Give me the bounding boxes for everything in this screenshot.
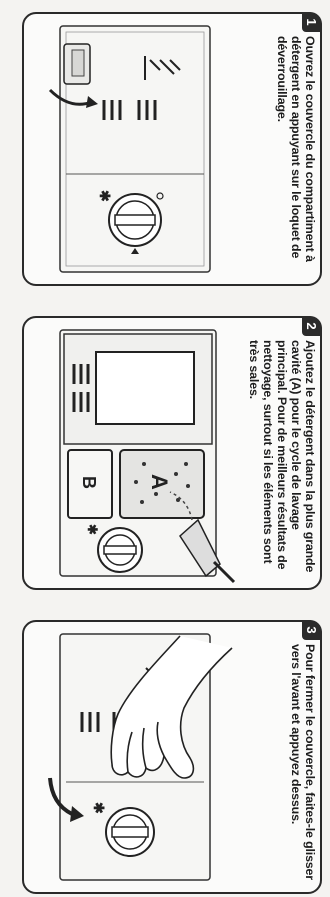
step-3-card: 3 Pour fermer le couvercle, faites-le gl…	[22, 620, 322, 894]
svg-text:✱: ✱	[85, 524, 100, 535]
step-3-illustration: ✱	[30, 628, 240, 890]
step-3-text: Pour fermer le couvercle, faites-le glis…	[289, 644, 317, 884]
step-1-card: 1 Ouvrez le couvercle du compartiment à …	[22, 12, 322, 286]
step-2-badge: 2	[302, 316, 322, 336]
step-1-text: Ouvrez le couvercle du compartiment à dé…	[275, 36, 317, 276]
detergent-dispenser-open-latch-illustration: ✱	[30, 20, 240, 282]
step-2-illustration: A B ✱	[30, 324, 240, 586]
step-2-text: Ajoutez le détergent dans la plus grande…	[250, 340, 317, 580]
cavity-a-label: A	[147, 474, 172, 490]
svg-text:✱: ✱	[97, 190, 113, 202]
dose-dial-icon	[98, 528, 142, 572]
detergent-dispenser-close-illustration: ✱	[30, 628, 240, 890]
cavity-b-label: B	[79, 476, 99, 489]
svg-text:✱: ✱	[91, 802, 107, 814]
step-3-badge: 3	[302, 620, 322, 640]
step-1-illustration: ✱	[30, 20, 240, 282]
detergent-dispenser-fill-illustration: A B ✱	[30, 324, 240, 586]
step-1-badge: 1	[302, 12, 322, 32]
dose-dial-icon	[106, 808, 154, 856]
step-2-card: 2 Ajoutez le détergent dans la plus gran…	[22, 316, 322, 590]
